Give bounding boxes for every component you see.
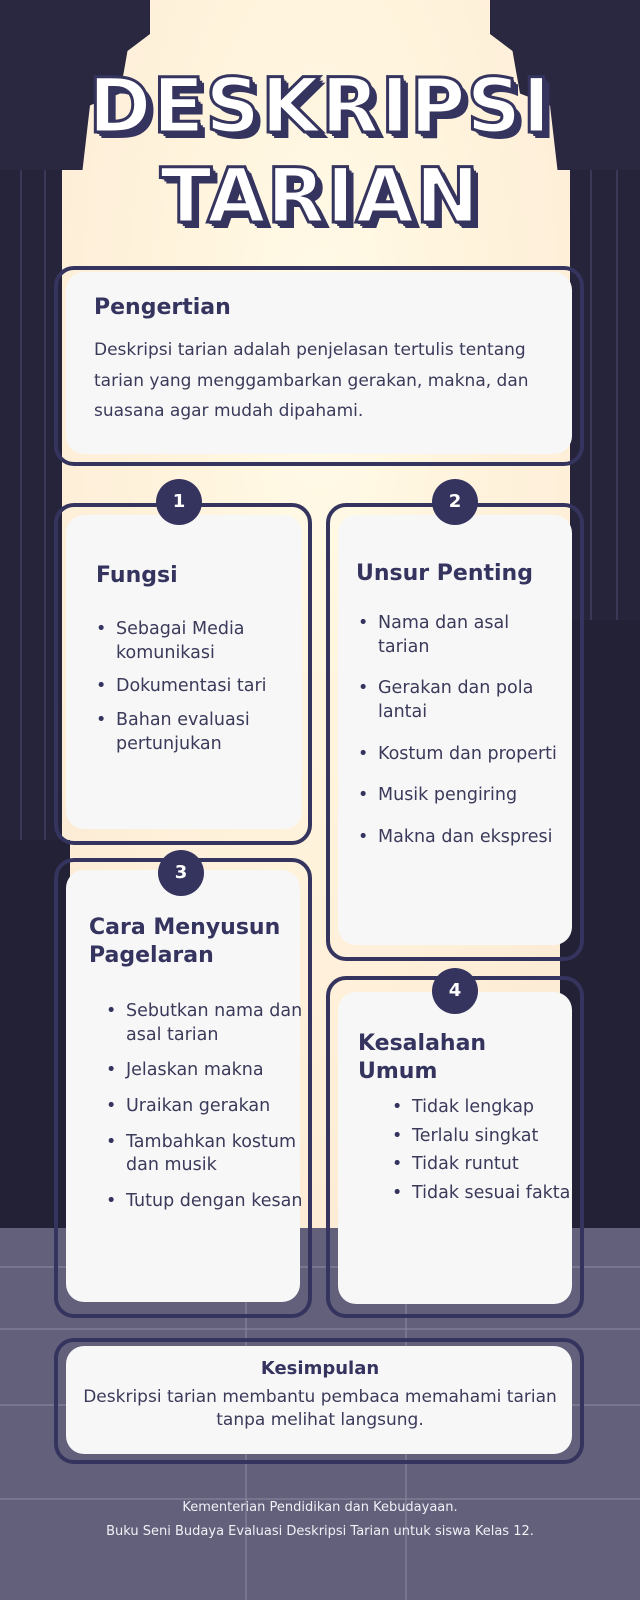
list-item: Dokumentasi tari xyxy=(96,675,296,699)
kesimpulan-card-frame xyxy=(54,1338,584,1464)
kesimpulan-card xyxy=(66,1346,572,1454)
list-item: Bahan evaluasi pertunjukan xyxy=(96,709,296,756)
list-item: Gerakan dan pola lantai xyxy=(358,677,558,724)
title-line-1: DESKRIPSI xyxy=(87,61,552,150)
pillar-groove xyxy=(20,170,22,1220)
list-item: Tambahkan kostum dan musik xyxy=(106,1131,312,1178)
pengertian-card xyxy=(66,272,572,454)
left-curtain xyxy=(0,840,70,1230)
cara-list: Sebutkan nama dan asal tarian Jelaskan m… xyxy=(106,1000,312,1213)
list-item: Sebutkan nama dan asal tarian xyxy=(106,1000,312,1047)
fungsi-list: Sebagai Media komunikasi Dokumentasi tar… xyxy=(96,618,296,756)
title-line-2: TARIAN xyxy=(159,151,481,240)
pengertian-heading: Pengertian xyxy=(94,295,231,320)
fungsi-card xyxy=(66,515,302,829)
number-badge-1: 1 xyxy=(156,479,202,525)
fungsi-heading: Fungsi xyxy=(96,563,178,588)
list-item: Terlalu singkat xyxy=(392,1125,582,1149)
list-item: Makna dan ekspresi xyxy=(358,826,558,850)
pengertian-card-frame xyxy=(54,266,584,466)
kesimpulan-text: Deskripsi tarian membantu pembaca memaha… xyxy=(83,1387,557,1430)
list-item: Tidak lengkap xyxy=(392,1096,582,1120)
kesalahan-heading: Kesalahan Umum xyxy=(358,1031,487,1084)
unsur-heading: Unsur Penting xyxy=(356,561,533,586)
number-badge-4: 4 xyxy=(432,968,478,1014)
unsur-card xyxy=(338,515,572,945)
pillar-groove xyxy=(44,170,46,1220)
floor-tile-line xyxy=(0,1266,640,1268)
list-item: Uraikan gerakan xyxy=(106,1095,312,1119)
list-item: Nama dan asal tarian xyxy=(358,612,558,659)
pengertian-text: Deskripsi tarian adalah penjelasan tertu… xyxy=(94,340,529,422)
floor-tile-line xyxy=(0,1328,640,1330)
list-item: Jelaskan makna xyxy=(106,1059,312,1083)
footer-line-1: Kementerian Pendidikan dan Kebudayaan. xyxy=(182,1500,458,1515)
footer-line-2: Buku Seni Budaya Evaluasi Deskripsi Tari… xyxy=(106,1524,534,1539)
list-item: Sebagai Media komunikasi xyxy=(96,618,296,665)
list-item: Musik pengiring xyxy=(358,784,558,808)
list-item: Kostum dan properti xyxy=(358,743,558,767)
kesalahan-list: Tidak lengkap Terlalu singkat Tidak runt… xyxy=(392,1096,582,1206)
floor-tile-line xyxy=(0,1498,640,1500)
cara-card xyxy=(66,870,300,1302)
cara-heading: Cara Menyusun Pagelaran xyxy=(89,915,281,968)
list-item: Tutup dengan kesan xyxy=(106,1190,312,1214)
unsur-list: Nama dan asal tarian Gerakan dan pola la… xyxy=(358,612,558,849)
number-badge-3: 3 xyxy=(158,850,204,896)
kesimpulan-heading: Kesimpulan xyxy=(260,1358,380,1379)
number-badge-2: 2 xyxy=(432,479,478,525)
list-item: Tidak runtut xyxy=(392,1153,582,1177)
list-item: Tidak sesuai fakta xyxy=(392,1182,582,1206)
